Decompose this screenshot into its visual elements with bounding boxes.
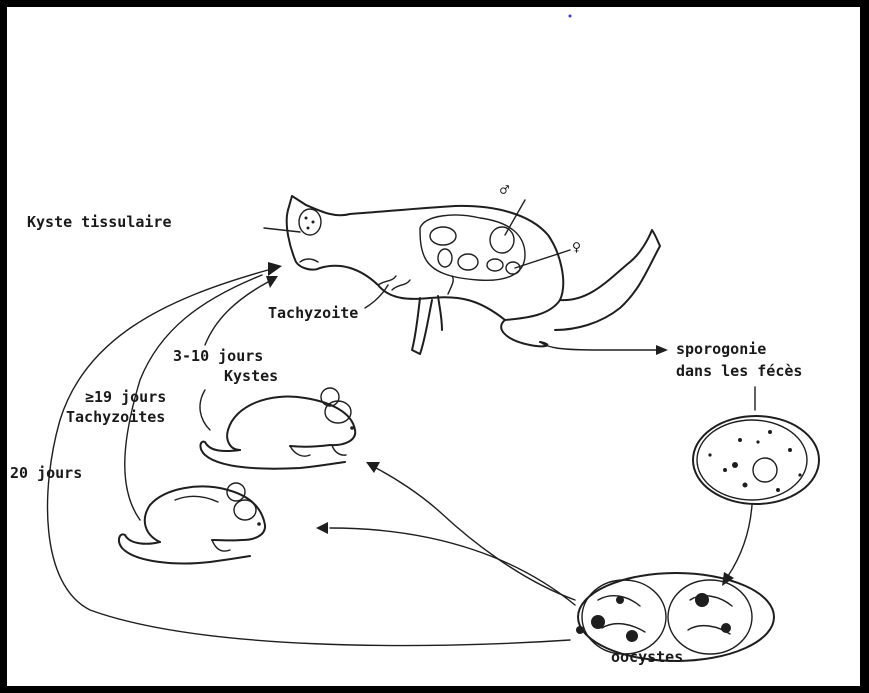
- label-oocystes: oocystes: [611, 648, 683, 666]
- arrow-to-sporogonie: [540, 342, 658, 350]
- female-symbol: ♀: [572, 238, 581, 256]
- arrow-to-mouse-lower: [330, 528, 575, 605]
- label-tachyzoites: Tachyzoites: [66, 408, 165, 426]
- arrow-to-oocystes: [728, 505, 752, 576]
- mouse-upper: [200, 388, 355, 469]
- arrow-3-10-jours: [205, 282, 268, 345]
- label-kystes: Kystes: [224, 367, 278, 385]
- label-kyste-tissulaire: Kyste tissulaire: [27, 213, 172, 231]
- label-20-jours: 20 jours: [10, 464, 82, 482]
- label-tachyzoite: Tachyzoite: [268, 304, 358, 322]
- pointer-tachyzoite: [365, 285, 388, 308]
- label-dans-les-feces: dans les fécès: [676, 362, 802, 380]
- mouse-lower: [119, 483, 265, 563]
- cat-illustration: [287, 196, 660, 354]
- brace-kystes: [200, 390, 210, 430]
- unsporulated-oocyst: [693, 387, 819, 504]
- label-19-jours: ≥19 jours: [85, 388, 166, 406]
- male-symbol: ♂: [500, 181, 509, 199]
- pointer-kyste: [264, 228, 300, 232]
- blue-dot: [569, 15, 572, 18]
- arrow-20-jours: [48, 270, 570, 646]
- label-sporogonie: sporogonie: [676, 340, 766, 358]
- label-3-10-jours: 3-10 jours: [173, 347, 263, 365]
